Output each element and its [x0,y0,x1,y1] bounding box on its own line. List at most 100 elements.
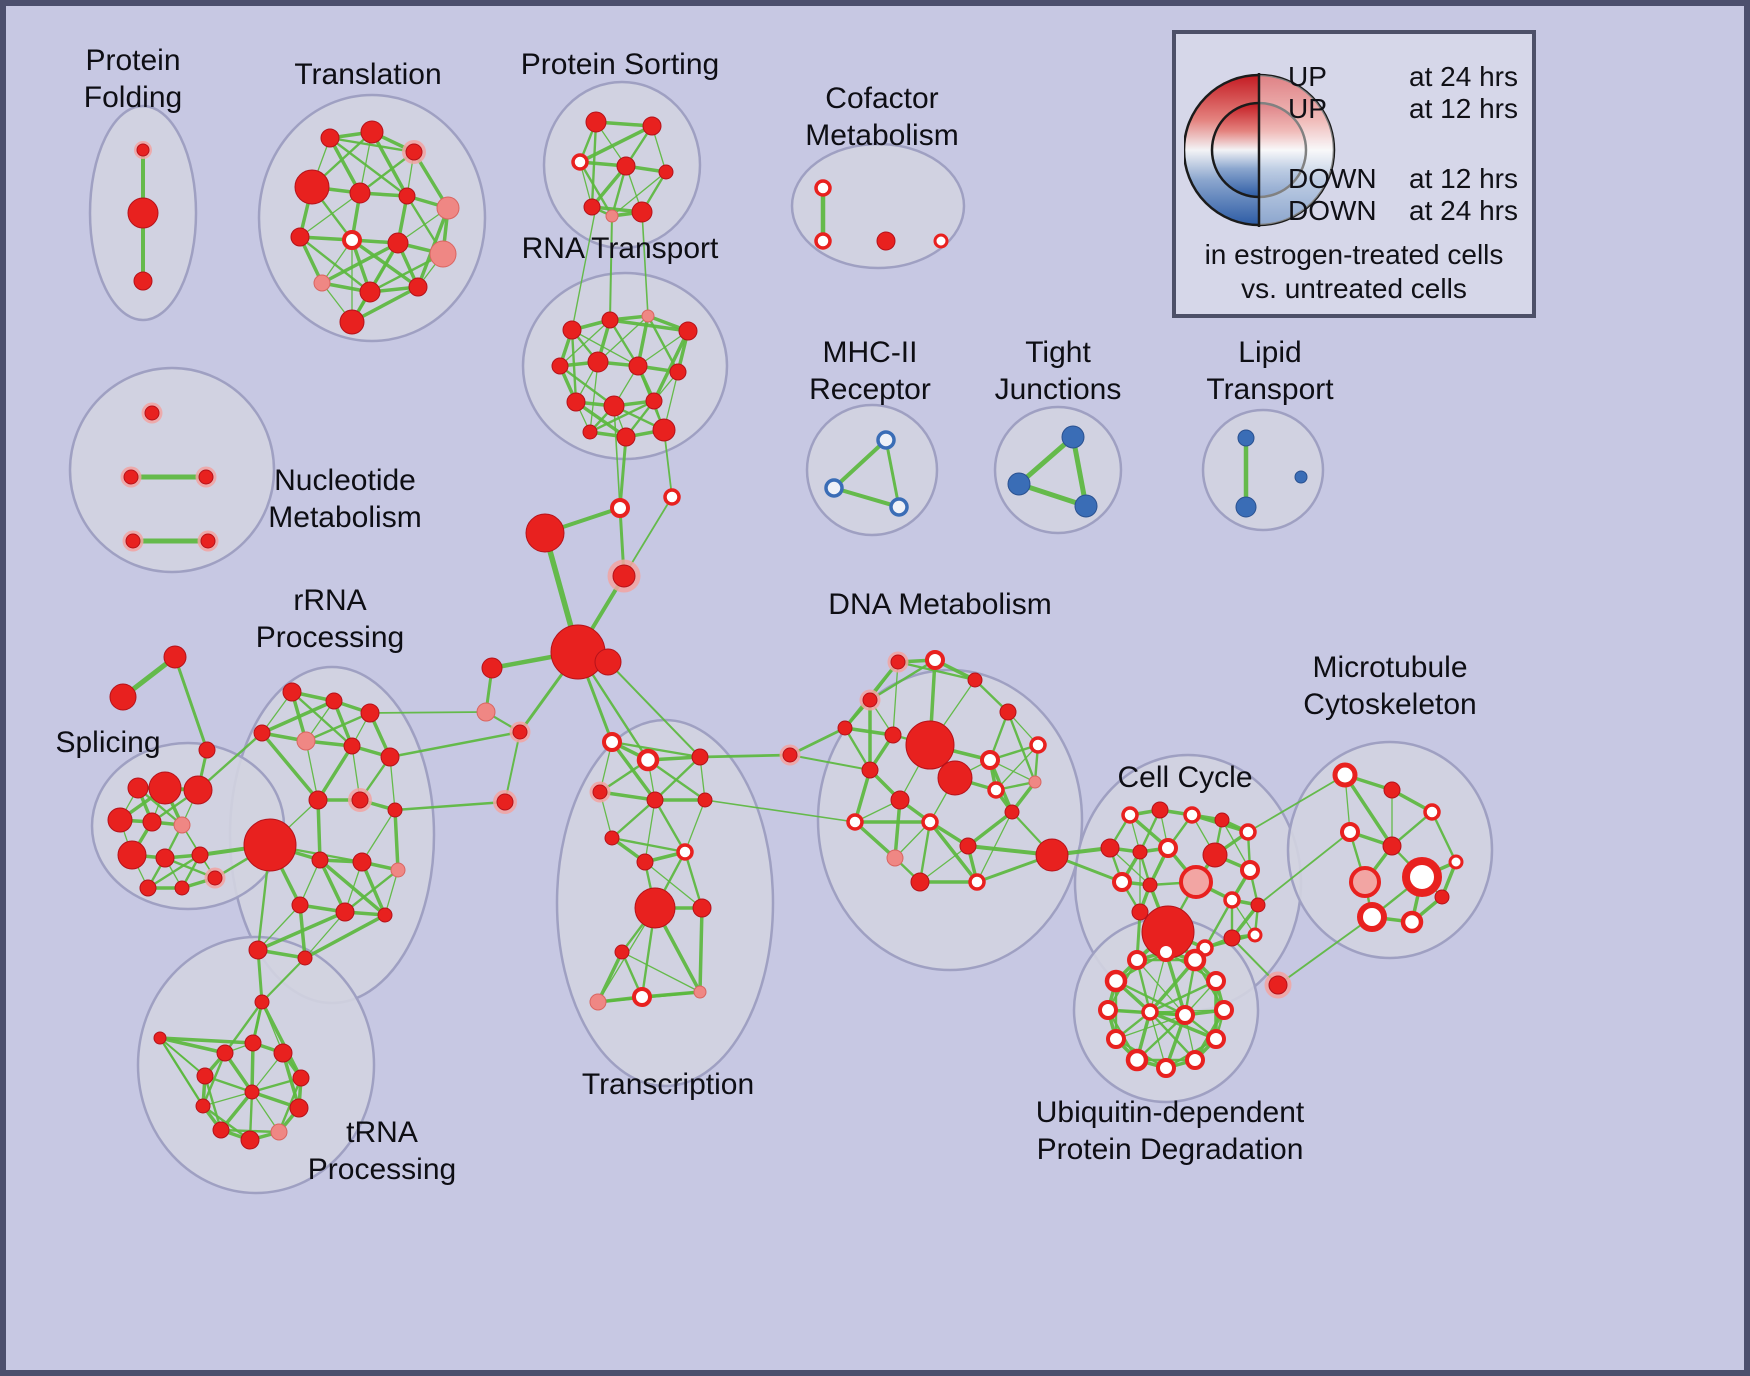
connector-node [163,645,187,669]
cofactor-metabolism-node [933,233,949,249]
transcription-edge [683,850,704,910]
rna-transport-edge [652,329,690,403]
rna-transport-edge [559,319,611,367]
rna-transport-node [551,357,569,375]
connector-node [198,741,216,759]
protein-sorting-node [583,198,601,216]
transcription-node [693,985,707,999]
connector-node [550,624,606,680]
ubiquitin-degradation-node [1156,942,1176,962]
lipid-transport-label: Lipid [1238,336,1301,369]
rrna-processing-edge [318,858,387,917]
legend-box: UP at 24 hrs UP at 12 hrs DOWN at 12 hrs… [1172,30,1536,318]
cell-cycle-node [1121,806,1139,824]
transcription-node [602,732,622,752]
legend-down-12-label: DOWN [1288,163,1377,194]
rrna-processing-edge [260,731,320,802]
rrna-processing-edge [361,809,396,863]
ubiquitin-degradation-node [1125,1048,1149,1072]
dna-metabolism-edge [995,744,1039,791]
tight-junctions-edge [1016,481,1089,509]
rrna-processing-edge [384,869,399,916]
rrna-processing-edge [304,911,346,959]
trna-processing-node [212,1121,230,1139]
ubiquitin-degradation-node [1183,948,1207,972]
rrna-processing-edge [260,699,336,735]
mhc-ii-receptor-edge [832,486,901,509]
rna-transport-node [669,363,687,381]
lipid-transport-node [1235,496,1257,518]
rrna-processing-node [248,940,268,960]
transcription-node [636,748,660,772]
ubiquitin-degradation-node [1175,1005,1195,1025]
microtubule-cytoskeleton-node [1448,854,1464,870]
connector-edge [260,956,307,1004]
tight-junctions-edge [1070,434,1089,509]
dna-metabolism-node [861,761,879,779]
connector-node [594,648,622,676]
rna-transport-node [641,309,655,323]
cell-cycle-node [1223,891,1241,909]
transcription-node [632,987,652,1007]
protein-sorting-label: Protein Sorting [521,48,719,81]
dna-metabolism-edge [892,661,899,736]
cofactor-metabolism-node [876,231,896,251]
microtubule-cytoskeleton-node [1382,836,1402,856]
translation-node [290,227,310,247]
microtubule-cytoskeleton-label: Microtubule [1312,651,1467,684]
transcription-edge [646,758,707,802]
rna-transport-edge [558,364,616,408]
dna-metabolism-node [846,813,864,831]
transcription-edge [596,950,624,1004]
trna-processing-node [254,994,270,1010]
mhc-ii-receptor-node [876,430,896,450]
legend-up-12-label: UP [1288,93,1327,124]
cell-cycle-node [1100,838,1120,858]
dna-metabolism-edge [928,820,979,884]
trna-processing-edge [158,1036,227,1055]
connector-edge [1257,831,1351,906]
tight-junctions-edge [1016,434,1076,487]
splicing-edge [146,853,202,890]
lipid-transport-node [1294,470,1308,484]
connector-node [782,747,798,763]
translation-node [429,240,457,268]
lipid-transport-label: Transport [1206,373,1334,406]
dna-metabolism-label: DNA Metabolism [828,588,1051,621]
rrna-processing-node [377,907,393,923]
ubiquitin-degradation-node [1098,1000,1118,1020]
ubiquitin-degradation-edge [1148,1010,1197,1062]
cell-cycle-node [1142,877,1158,893]
dna-metabolism-node [959,837,977,855]
trna-processing-node [216,1044,234,1062]
legend-glyph [1184,73,1336,227]
tight-junctions-label: Junctions [995,373,1122,406]
dna-metabolism-node [1028,775,1042,789]
legend-down-24-label: DOWN [1288,195,1377,226]
mhc-ii-receptor-label: MHC-II [823,336,918,369]
connector-node [525,513,565,553]
translation-edge [370,130,409,198]
rrna-processing-node [243,818,297,872]
dna-metabolism-node [999,703,1017,721]
transcription-node [636,853,654,871]
dna-metabolism-node [890,654,906,670]
rrna-processing-node [311,851,329,869]
translation-node [408,277,428,297]
protein-sorting-node [631,201,653,223]
dna-metabolism-edge [868,658,937,702]
microtubule-cytoskeleton-node [1402,857,1442,897]
splicing-node [207,870,223,886]
cell-cycle-node [1131,903,1149,921]
rna-transport-node [616,427,636,447]
legend-down-12-time: at 12 hrs [1409,163,1518,194]
nucleotide-metabolism-node [125,533,141,549]
connector-edge [159,1037,206,1077]
transcription-node [646,791,664,809]
microtubule-cytoskeleton-node [1423,803,1441,821]
cell-cycle-label: Cell Cycle [1117,761,1252,794]
translation-node [405,143,423,161]
rrna-processing-node [343,737,361,755]
translation-node [387,232,409,254]
